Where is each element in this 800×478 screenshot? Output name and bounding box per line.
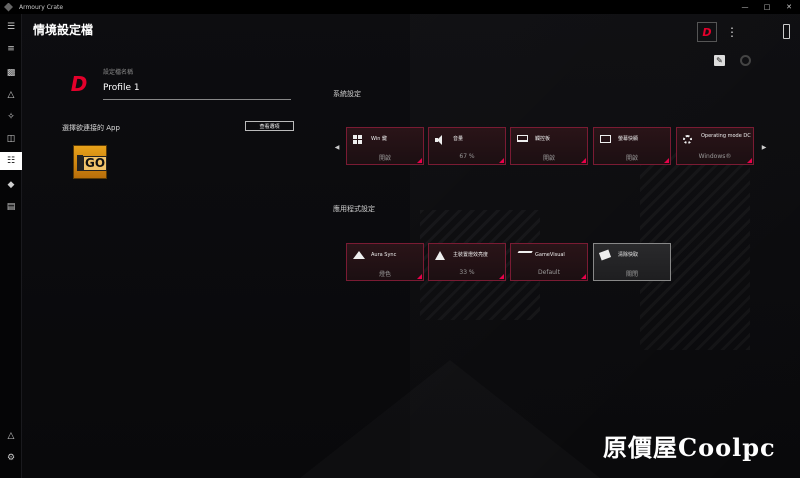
sidebar-item-deals[interactable]: ◆ — [7, 180, 15, 190]
tile-label: Win 鍵 — [371, 136, 387, 142]
tile-label: 觸控板 — [535, 136, 551, 142]
windows-icon — [353, 135, 367, 145]
sidebar-item-news[interactable]: ▤ — [6, 202, 16, 212]
carousel-prev-icon[interactable]: ◀ — [334, 143, 340, 151]
touchpad-icon — [517, 135, 531, 145]
profile-logo-icon: D — [70, 72, 88, 96]
tile-value: 開啟 — [542, 155, 555, 162]
settings-gear-icon[interactable]: ⚙ — [6, 453, 16, 463]
page-title: 情境設定檔 — [33, 23, 94, 37]
hamburger-menu-icon[interactable]: ☰ — [6, 22, 16, 32]
tile-label: Aura Sync — [371, 252, 397, 258]
tile-aura-sync[interactable]: Aura Sync 燈色 — [346, 243, 424, 281]
minimize-icon[interactable]: — — [741, 3, 749, 11]
background-triangle — [300, 360, 600, 478]
tile-operating-mode[interactable]: Operating mode DC Windows® — [676, 127, 754, 165]
maximize-icon[interactable]: □ — [763, 3, 771, 11]
sidebar: ☰ ≡ ▩ △ ✧ ◫ ☷ ◆ ▤ △ ⚙ — [0, 14, 22, 478]
aura-icon — [353, 251, 367, 261]
tile-value: 開啟 — [378, 155, 391, 162]
profile-name-input[interactable]: Profile 1 — [103, 81, 291, 100]
speaker-icon — [435, 135, 449, 145]
tile-gamevisual[interactable]: GameVisual Default — [510, 243, 588, 281]
tile-value: Default — [538, 269, 560, 276]
tile-device-brightness[interactable]: 主裝置燈效亮度 33 % — [428, 243, 506, 281]
more-options-icon[interactable]: ⋮ — [726, 25, 738, 39]
sidebar-item-game-library[interactable]: ◫ — [6, 134, 16, 144]
tile-value: 67 % — [459, 153, 475, 160]
tile-touchpad[interactable]: 觸控板 開啟 — [510, 127, 588, 165]
window-title: Armoury Crate — [19, 3, 64, 11]
tile-label: 清除快取 — [618, 252, 639, 258]
device-icon[interactable] — [783, 24, 790, 39]
tile-screen-overlay[interactable]: 螢幕快顯 開啟 — [593, 127, 671, 165]
watermark: 原價屋Coolpc — [603, 428, 776, 463]
watermark-brand: Coolpc — [678, 433, 776, 462]
tile-label: 主裝置燈效亮度 — [453, 252, 489, 258]
tile-value: 33 % — [459, 269, 475, 276]
clean-icon — [598, 249, 614, 261]
tile-label: Operating mode DC — [701, 133, 751, 139]
gpu-icon — [435, 251, 449, 261]
sidebar-item-device[interactable]: ▩ — [6, 68, 16, 78]
carousel-next-icon[interactable]: ▶ — [761, 143, 767, 151]
tile-value: 關閉 — [625, 271, 638, 278]
monitor-icon — [600, 135, 614, 145]
csgo-app-icon[interactable]: GO — [73, 145, 108, 179]
tile-volume[interactable]: 音量 67 % — [428, 127, 506, 165]
tile-win-key[interactable]: Win 鍵 開啟 — [346, 127, 424, 165]
tile-value: 開啟 — [625, 155, 638, 162]
tile-label: 音量 — [453, 136, 464, 142]
tile-label: GameVisual — [535, 252, 565, 258]
tile-clear-cache[interactable]: 清除快取 關閉 — [593, 243, 671, 281]
gamevisual-icon — [515, 251, 533, 261]
system-settings-title: 系統設定 — [333, 90, 361, 98]
sidebar-item-scenario-profiles[interactable]: ☷ — [0, 152, 22, 170]
close-icon[interactable]: ✕ — [786, 3, 792, 11]
rog-logo-icon[interactable]: D — [697, 22, 717, 42]
sidebar-item-home[interactable]: ≡ — [7, 44, 15, 54]
title-bar: Armoury Crate — □ ✕ — [0, 0, 800, 14]
profile-name-label: 設定檔名稱 — [103, 69, 134, 76]
user-center-icon[interactable]: △ — [7, 431, 15, 441]
watermark-text: 原價屋 — [603, 433, 678, 462]
gear-icon — [683, 135, 697, 145]
tile-value: Windows® — [698, 153, 732, 160]
refresh-icon[interactable] — [740, 55, 751, 66]
view-options-button[interactable]: 查看選項 — [245, 121, 294, 131]
tile-value: 燈色 — [378, 271, 391, 278]
window-controls: — □ ✕ — [734, 0, 800, 14]
app-settings-title: 應用程式設定 — [333, 205, 375, 213]
app-logo-icon — [4, 2, 13, 12]
sidebar-item-aura[interactable]: △ — [7, 90, 15, 100]
edit-icon[interactable]: ✎ — [714, 55, 725, 66]
tile-label: 螢幕快顯 — [618, 136, 639, 142]
background-panel — [410, 0, 800, 478]
sidebar-item-aura-creator[interactable]: ✧ — [7, 112, 15, 122]
app-select-label: 選擇欲連接的 App — [62, 124, 120, 132]
